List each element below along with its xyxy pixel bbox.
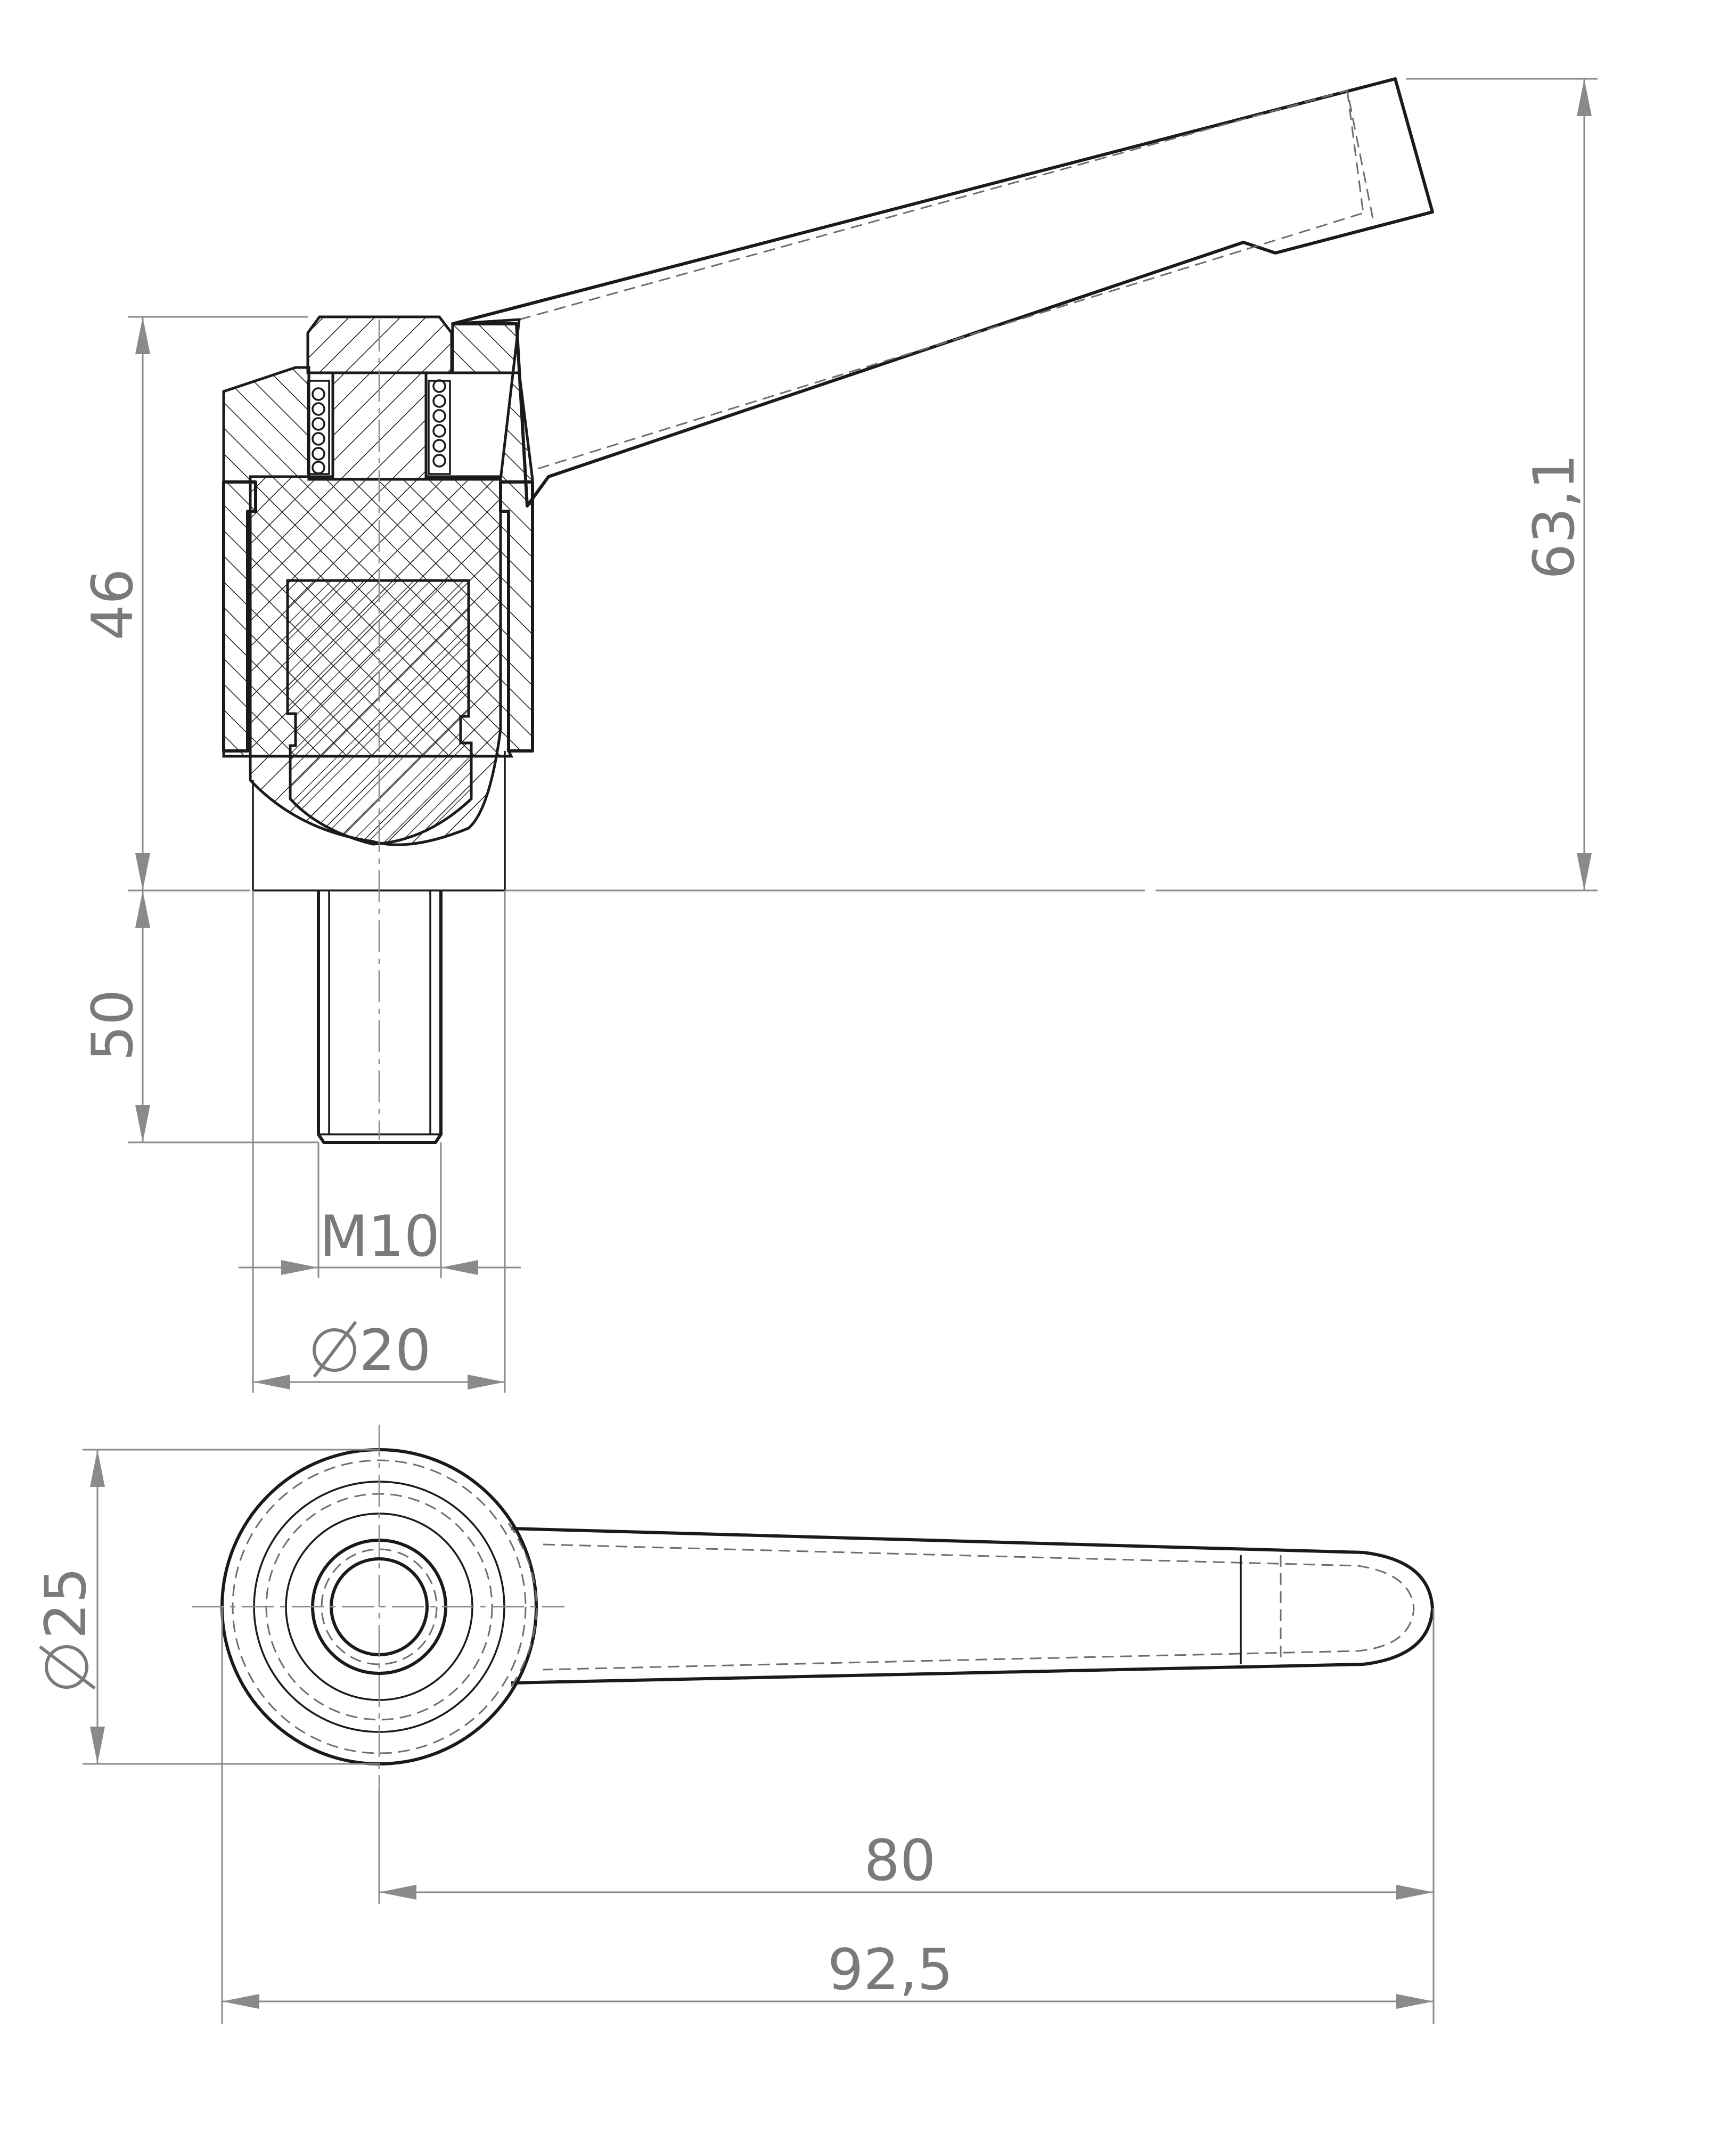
dim-92-label: 92,5 [828, 1937, 953, 2002]
lever-arm [451, 77, 1434, 508]
diameter-symbol-icon [313, 1321, 357, 1378]
transition-arc [507, 1523, 537, 1691]
top-lever [511, 1527, 1434, 1685]
dim-height-upper: 46 [80, 316, 308, 892]
dim-thread-size: M10 [239, 1142, 521, 1278]
side-section-view [222, 77, 1434, 1144]
top-lever-hidden [543, 1543, 1415, 1671]
lever-arm-hidden-edge [519, 89, 1375, 470]
thread-hidden-circle [321, 1548, 438, 1665]
dim-hub-diameter: 20 [252, 890, 506, 1393]
diameter-symbol-icon [39, 1645, 96, 1690]
dim-boss-diameter: 25 [33, 1449, 379, 1765]
left-spring [307, 380, 330, 475]
dim-80-label: 80 [864, 1828, 936, 1893]
threaded-stud [317, 890, 443, 1144]
right-spring [428, 379, 451, 475]
dim-63-label: 63,1 [1521, 454, 1587, 579]
dim-overall-length: 92,5 [221, 1607, 1434, 2024]
dimensions: 46 63,1 50 M10 [33, 78, 1598, 2024]
retaining-ring [222, 480, 534, 753]
dim-50-label: 50 [80, 990, 145, 1061]
dim-thread-length: 50 [80, 890, 318, 1143]
top-view [192, 1425, 1434, 1789]
dim-lever-length: 80 [378, 1608, 1435, 2024]
dim-height-total: 63,1 [505, 78, 1598, 892]
dim-25-label: 25 [33, 1567, 99, 1639]
dim-46-label: 46 [80, 569, 145, 641]
dim-m10-label: M10 [320, 1204, 440, 1269]
dim-20-label: 20 [359, 1318, 431, 1383]
